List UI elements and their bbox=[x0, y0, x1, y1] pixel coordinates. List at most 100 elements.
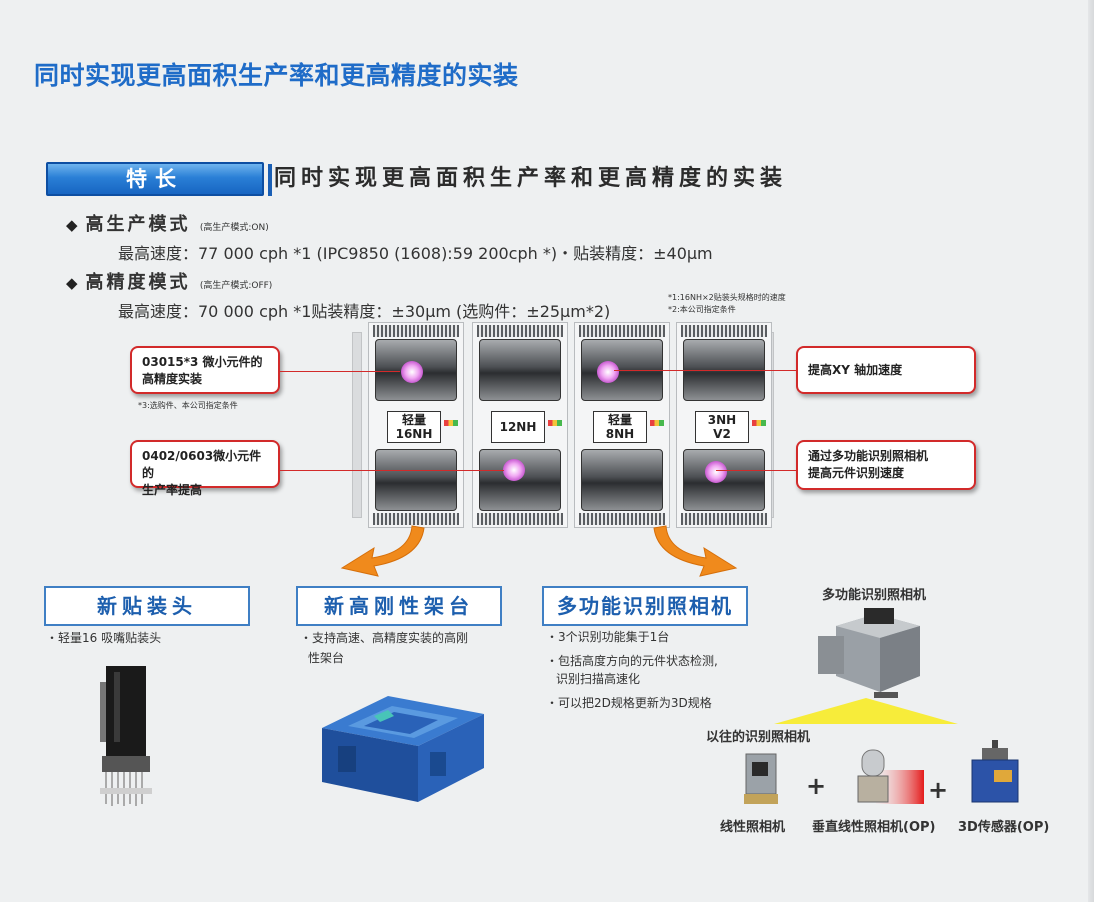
callout-left-bottom: 0402/0603微小元件的 生产率提高 bbox=[130, 440, 280, 497]
right-arrow-icon bbox=[653, 525, 738, 577]
callout-connector bbox=[280, 470, 504, 471]
head-label: 轻量 8NH bbox=[593, 411, 647, 443]
highlight-dot-icon bbox=[597, 361, 619, 383]
head-block bbox=[683, 449, 765, 511]
callout-left-top: 03015*3 微小元件的 高精度实装 bbox=[130, 346, 280, 394]
spec-note: (高生产模式:OFF) bbox=[199, 281, 273, 291]
callout-right-top: 提高XY 轴加速度 bbox=[796, 346, 976, 394]
callout-line1: 通过多功能识别照相机 bbox=[808, 449, 929, 463]
diamond-bullet-icon: ◆ bbox=[66, 216, 78, 234]
feature-tag: 特长 bbox=[46, 162, 264, 196]
feature-header: 特长 同时实现更高面积生产率和更高精度的实装 bbox=[46, 162, 802, 198]
spec-title: ◆ 高生产模式 (高生产模式:ON) bbox=[66, 210, 713, 236]
callout-line2: 提高元件识别速度 bbox=[808, 466, 905, 480]
desc-line: ・3个识别功能集于1台 bbox=[546, 630, 670, 644]
feeder-rail bbox=[681, 513, 767, 525]
machine-diagram: 轻量 16NH 12NH 轻量 8NH 3NH V2 bbox=[352, 322, 774, 528]
callout-connector bbox=[716, 470, 796, 471]
highlight-dot-icon bbox=[401, 361, 423, 383]
feeder-rail bbox=[681, 325, 767, 337]
head-label-line2: 16NH bbox=[395, 427, 433, 441]
head-label-line2: V2 bbox=[713, 427, 731, 441]
status-lights-icon bbox=[752, 420, 766, 426]
line-camera-image bbox=[744, 753, 778, 804]
callout-line2: 生产率提高 bbox=[142, 483, 203, 497]
section-desc-base: ・支持高速、高精度实装的高刚 性架台 bbox=[300, 628, 468, 668]
section-title-head: 新贴装头 bbox=[44, 586, 250, 626]
head-label-line2: 8NH bbox=[605, 427, 635, 441]
callout-line1: 0402/0603微小元件的 bbox=[142, 449, 262, 480]
head-label: 3NH V2 bbox=[695, 411, 749, 443]
feeder-rail bbox=[579, 325, 665, 337]
section-desc-camera: ・3个识别功能集于1台 ・包括高度方向的元件状态检测, 识别扫描高速化 ・可以把… bbox=[546, 628, 718, 712]
section-desc-head: ・轻量16 吸嘴贴装头 bbox=[46, 631, 162, 645]
head-block bbox=[479, 449, 561, 511]
section-title-base: 新高刚性架台 bbox=[296, 586, 502, 626]
feature-divider bbox=[268, 164, 272, 196]
3d-sensor-image bbox=[971, 740, 1019, 803]
head-label-line1: 轻量 bbox=[401, 413, 426, 427]
spec-high-productivity: ◆ 高生产模式 (高生产模式:ON) 最高速度：77 000 cph *1 (IP… bbox=[66, 210, 713, 264]
diamond-bullet-icon: ◆ bbox=[66, 274, 78, 292]
desc-line: 识别扫描高速化 bbox=[556, 672, 641, 686]
camera-item-label: 线性照相机 bbox=[720, 820, 786, 835]
right-edge-shadow bbox=[1088, 0, 1094, 902]
callout-line1: 03015*3 微小元件的 bbox=[142, 355, 263, 369]
highlight-dot-icon bbox=[503, 459, 525, 481]
highlight-dot-icon bbox=[705, 461, 727, 483]
desc-line: ・可以把2D规格更新为3D规格 bbox=[546, 696, 712, 710]
desc-line: ・包括高度方向的元件状态检测, bbox=[546, 654, 718, 668]
section-title-camera: 多功能识别照相机 bbox=[542, 586, 748, 626]
plus-icon: + bbox=[928, 776, 949, 804]
feeder-rail bbox=[477, 513, 563, 525]
footnotes: *1:16NH×2贴装头规格时的速度 *2:本公司指定条件 bbox=[668, 292, 786, 316]
status-lights-icon bbox=[650, 420, 664, 426]
camera-top-caption: 多功能识别照相机 bbox=[822, 588, 927, 603]
callout-right-bottom: 通过多功能识别照相机 提高元件识别速度 bbox=[796, 440, 976, 490]
desc-line: ・支持高速、高精度实装的高刚 bbox=[300, 631, 469, 645]
feature-heading: 同时实现更高面积生产率和更高精度的实装 bbox=[274, 166, 788, 191]
head-block bbox=[375, 449, 457, 511]
spec-note: (高生产模式:ON) bbox=[199, 223, 269, 233]
spec-title-text: 高精度模式 bbox=[85, 272, 191, 293]
callout-note: *3:选购件、本公司指定条件 bbox=[138, 401, 238, 410]
desc-line: 性架台 bbox=[308, 651, 345, 665]
callout-line2: 高精度实装 bbox=[142, 372, 203, 386]
head-label-line1: 12NH bbox=[499, 420, 537, 434]
spec-high-precision: ◆ 高精度模式 (高生产模式:OFF) 最高速度：70 000 cph *1贴装精… bbox=[66, 268, 610, 322]
module-2: 12NH bbox=[472, 322, 568, 528]
side-strip bbox=[352, 332, 362, 518]
rigid-base-image bbox=[322, 696, 484, 802]
head-block bbox=[581, 449, 663, 511]
camera-item-label: 3D传感器(OP) bbox=[958, 820, 1050, 835]
vertical-line-camera-image bbox=[857, 749, 924, 804]
head-block bbox=[479, 339, 561, 401]
left-arrow-icon bbox=[340, 525, 425, 577]
module-1: 轻量 16NH bbox=[368, 322, 464, 528]
feeder-rail bbox=[477, 325, 563, 337]
spec-title: ◆ 高精度模式 (高生产模式:OFF) bbox=[66, 268, 610, 294]
footnote-2: *2:本公司指定条件 bbox=[668, 305, 736, 314]
legacy-camera-caption: 以往的识别照相机 bbox=[706, 730, 811, 745]
page-title: 同时实现更高面积生产率和更高精度的实装 bbox=[34, 61, 519, 90]
head-label: 12NH bbox=[491, 411, 545, 443]
scan-beam-icon bbox=[774, 698, 958, 724]
feeder-rail bbox=[373, 325, 459, 337]
callout-connector bbox=[614, 370, 796, 371]
plus-icon: + bbox=[806, 772, 827, 800]
module-3: 轻量 8NH bbox=[574, 322, 670, 528]
head-label: 轻量 16NH bbox=[387, 411, 441, 443]
camera-item-label: 垂直线性照相机(OP) bbox=[812, 820, 936, 835]
head-label-line1: 轻量 bbox=[607, 413, 632, 427]
spec-title-text: 高生产模式 bbox=[85, 214, 191, 235]
status-lights-icon bbox=[548, 420, 562, 426]
feeder-rail bbox=[579, 513, 665, 525]
head-label-line1: 3NH bbox=[707, 413, 737, 427]
spec-line: 最高速度：77 000 cph *1 (IPC9850 (1608):59 20… bbox=[118, 244, 713, 263]
callout-connector bbox=[280, 371, 400, 372]
module-4: 3NH V2 bbox=[676, 322, 772, 528]
spec-line: 最高速度：70 000 cph *1贴装精度：±30μm (选购件：±25μm*… bbox=[118, 302, 611, 321]
multifunction-camera-image bbox=[818, 608, 920, 698]
footnote-1: *1:16NH×2贴装头规格时的速度 bbox=[668, 293, 786, 302]
status-lights-icon bbox=[444, 420, 458, 426]
